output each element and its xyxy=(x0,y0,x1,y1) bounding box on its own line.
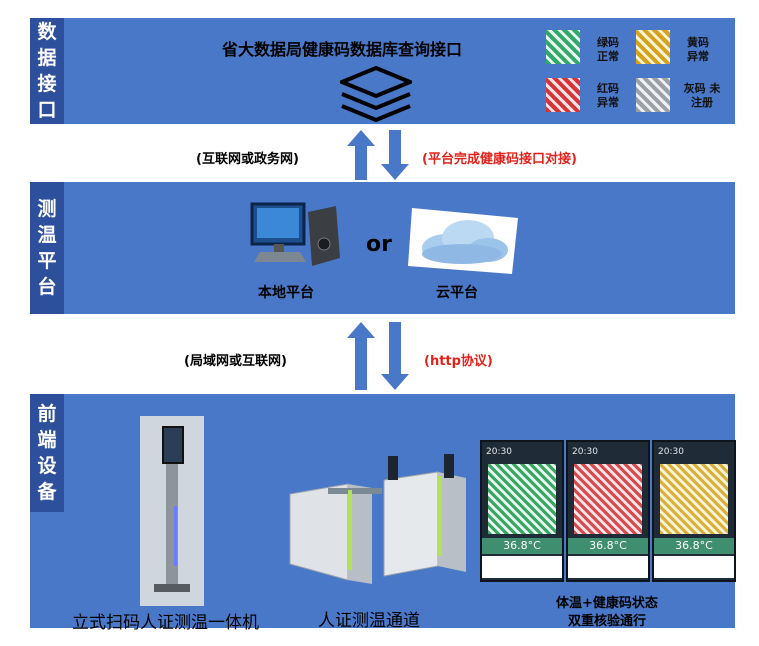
layers-icon xyxy=(340,66,412,122)
red-code-label: 红码 异常 xyxy=(597,82,619,109)
link1-right-text: (平台完成健康码接口对接) xyxy=(422,152,577,167)
computer-icon xyxy=(250,202,340,266)
temperature-readout: 36.8°C xyxy=(654,538,734,554)
screen-yellow: 20:30 36.8°C xyxy=(652,440,736,582)
green-code-icon xyxy=(546,30,580,64)
front-device-label: 前端设备 xyxy=(30,394,64,512)
screen-red: 20:30 36.8°C xyxy=(566,440,650,582)
front-device-label-text: 前端设备 xyxy=(37,403,57,503)
yellow-code-icon xyxy=(636,30,670,64)
green-code-label: 绿码 正常 xyxy=(597,36,619,63)
data-interface-label-text: 数据接口 xyxy=(37,21,57,121)
gate-label: 人证测温通道 xyxy=(318,611,420,631)
cloud-platform-label: 云平台 xyxy=(436,285,478,301)
local-platform-label: 本地平台 xyxy=(258,285,314,301)
top-title: 省大数据局健康码数据库查询接口 xyxy=(222,40,463,59)
cloud-icon xyxy=(408,208,518,274)
gate-photo xyxy=(289,454,466,584)
temperature-readout: 36.8°C xyxy=(482,538,562,554)
temperature-readout: 36.8°C xyxy=(568,538,648,554)
gray-code-icon xyxy=(636,78,670,112)
kiosk-screen xyxy=(162,426,184,464)
health-code-card xyxy=(660,464,728,534)
or-text: or xyxy=(366,232,392,257)
health-code-card xyxy=(488,464,556,534)
user-info xyxy=(482,556,562,578)
screens-label-1: 体温+健康码状态 xyxy=(556,596,658,611)
kiosk-light xyxy=(174,506,177,566)
link2-right-text: (http协议) xyxy=(424,354,493,369)
temp-platform-label: 测温平台 xyxy=(30,182,64,314)
bidirectional-arrow-icon xyxy=(347,130,409,180)
link1-left-text: (互联网或政务网) xyxy=(196,152,299,167)
yellow-code-label: 黄码 异常 xyxy=(687,36,709,63)
gray-code-label: 灰码 未 注册 xyxy=(683,82,721,109)
red-code-icon xyxy=(546,78,580,112)
data-interface-label: 数据接口 xyxy=(30,18,64,124)
user-info xyxy=(568,556,648,578)
health-code-card xyxy=(574,464,642,534)
screen-time: 20:30 xyxy=(572,447,598,457)
user-info xyxy=(654,556,734,578)
temp-platform-band xyxy=(30,182,735,314)
kiosk-label: 立式扫码人证测温一体机 xyxy=(72,613,259,633)
screen-time: 20:30 xyxy=(658,447,684,457)
screen-time: 20:30 xyxy=(486,447,512,457)
screen-green: 20:30 36.8°C xyxy=(480,440,564,582)
kiosk-base xyxy=(154,584,190,592)
temp-platform-label-text: 测温平台 xyxy=(37,198,57,298)
bidirectional-arrow-icon-2 xyxy=(347,322,409,390)
screens-label-2: 双重核验通行 xyxy=(568,614,647,629)
link2-left-text: (局域网或互联网) xyxy=(184,354,287,369)
kiosk-photo xyxy=(140,416,204,606)
